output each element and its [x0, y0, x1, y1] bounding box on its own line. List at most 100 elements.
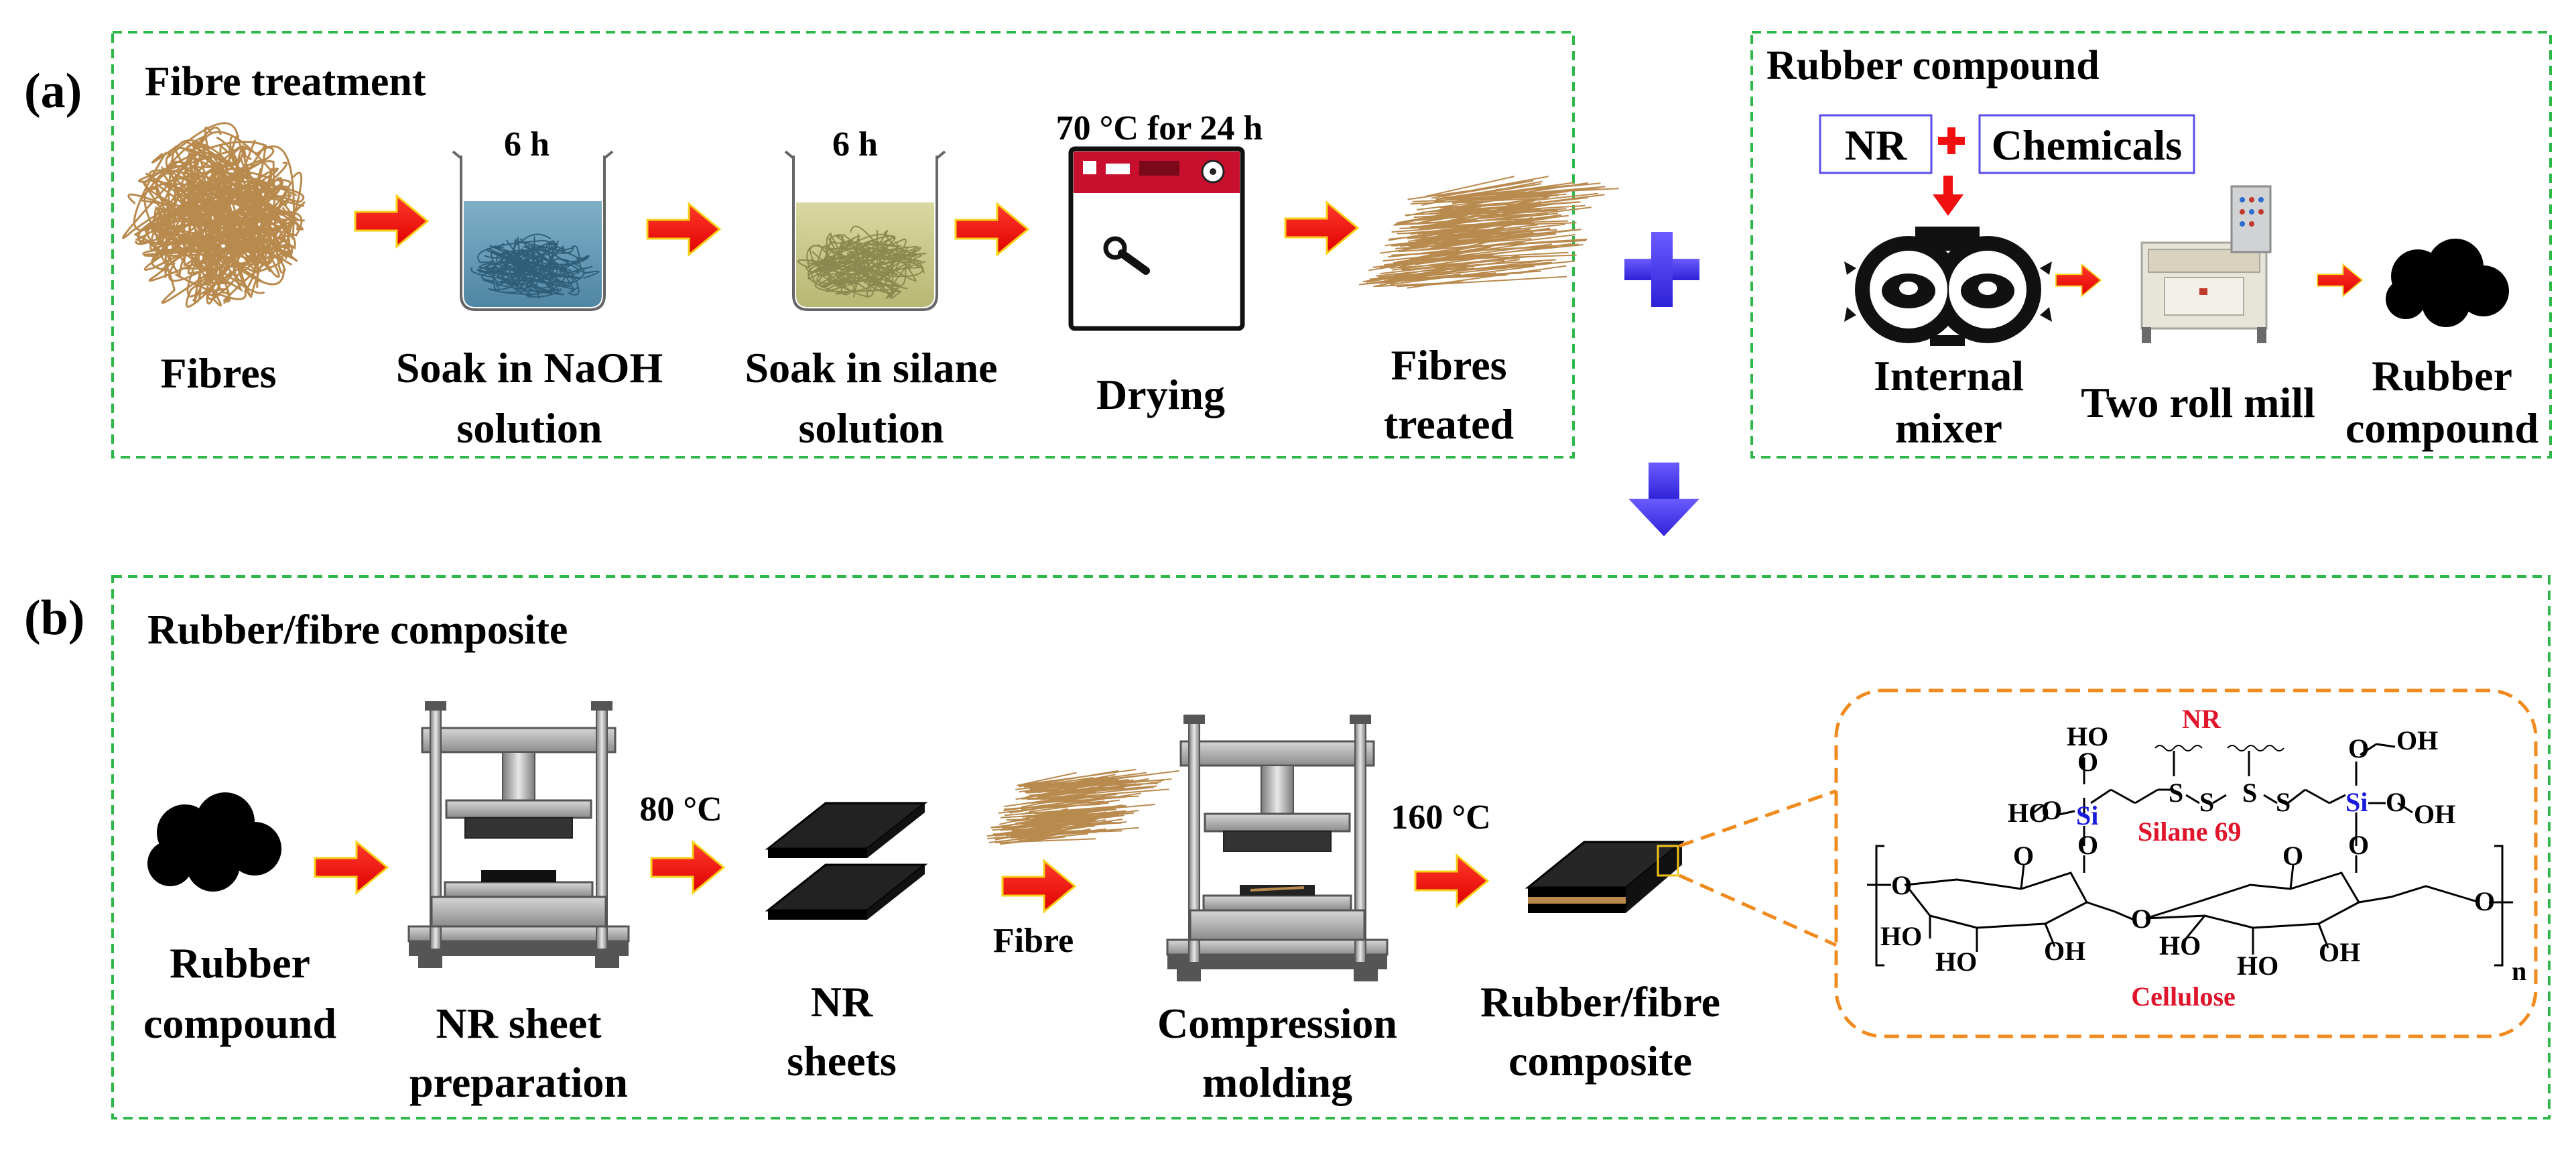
chem-si-left: Si	[2076, 800, 2098, 831]
raw-fibres-icon	[122, 122, 306, 308]
chem-o-7: O	[1891, 870, 1912, 900]
beaker-silane-icon	[784, 150, 946, 311]
chemicals-box	[1978, 114, 2195, 174]
rubber-compound-icon	[2386, 239, 2509, 327]
beaker2-time: 6 h	[832, 125, 878, 164]
arrow-4	[1284, 201, 1359, 255]
chem-ho-6: HO	[2237, 951, 2278, 981]
chem-si-right: Si	[2345, 787, 2368, 817]
chem-s-1: S	[2169, 778, 2183, 808]
chem-ho-5: HO	[2159, 930, 2201, 961]
chem-o-9: O	[2131, 904, 2152, 934]
label-fibres: Fibres	[160, 349, 276, 397]
compression-press-icon	[1166, 715, 1389, 981]
red-plus-icon	[1938, 127, 1965, 154]
arrow-9	[1001, 859, 1076, 913]
arrow-10	[1414, 854, 1489, 908]
label-mixer-2: mixer	[1895, 404, 2002, 452]
label-mixer-1: Internal	[1874, 352, 2024, 400]
rubber-compound-box	[1750, 31, 2552, 459]
drying-oven-icon	[1068, 146, 1245, 331]
label-b-compound-2: compound	[143, 999, 336, 1047]
chem-o-3: O	[2077, 830, 2098, 860]
label-mill: Two roll mill	[2081, 379, 2315, 426]
label-sheets-1: NR	[811, 978, 873, 1026]
oven-condition: 70 °C for 24 h	[1056, 109, 1263, 147]
label-silane-2: solution	[799, 404, 944, 452]
temp-160: 160 °C	[1391, 798, 1490, 837]
beaker-naoh-icon	[452, 150, 614, 311]
arrow-1	[354, 194, 429, 248]
nr-sheets-icon	[765, 802, 928, 920]
arrow-down-blue	[1628, 463, 1699, 536]
arrow-3	[954, 202, 1029, 256]
arrow-5	[2055, 263, 2102, 297]
chem-ho-2: HO	[2008, 798, 2049, 828]
label-silane-1: Soak in silane	[745, 344, 997, 391]
arrow-8	[650, 841, 725, 894]
label-compound-1: Rubber	[2372, 352, 2512, 400]
zoom-line-bottom	[1678, 873, 1838, 947]
chem-o-4: O	[2348, 733, 2369, 764]
fibre-treatment-title: Fibre treatment	[145, 59, 426, 105]
treated-fibres-icon	[1358, 176, 1619, 289]
label-treated-1: Fibres	[1391, 341, 1506, 389]
chem-ho-3: HO	[1880, 921, 1922, 951]
chem-s-2: S	[2199, 787, 2214, 817]
chem-ho-1: HO	[2067, 721, 2108, 751]
chemical-labels: HO O HO O Si O S S S S O OH Si O OH O NR…	[1880, 704, 2526, 1012]
chem-o-6: O	[2348, 830, 2369, 860]
label-b-compound-1: Rubber	[170, 939, 310, 987]
arrow-7	[314, 841, 389, 894]
nr-sheet-press-icon	[407, 701, 630, 968]
label-drying: Drying	[1096, 371, 1225, 418]
label-compound-2: compound	[2345, 404, 2538, 452]
label-naoh-1: Soak in NaOH	[396, 344, 663, 391]
label-nr: NR	[1845, 121, 1907, 169]
beaker1-time: 6 h	[504, 125, 550, 164]
temp-80: 80 °C	[639, 790, 722, 829]
rubber-compound-b-icon	[147, 792, 281, 892]
chem-o-5: O	[2386, 787, 2406, 817]
chemical-structure	[1867, 743, 2513, 967]
label-mold-2: molding	[1202, 1058, 1352, 1106]
chemistry-box	[1834, 688, 2538, 1038]
chem-oh-2: OH	[2414, 799, 2455, 829]
panel-a-letter: (a)	[24, 64, 82, 119]
chem-s-4: S	[2276, 787, 2291, 817]
chem-oh-3: OH	[2044, 936, 2085, 966]
rubber-compound-title: Rubber compound	[1766, 43, 2100, 88]
label-treated-2: treated	[1384, 400, 1514, 448]
label-fibre: Fibre	[993, 922, 1074, 960]
chem-silane-label: Silane 69	[2138, 816, 2241, 847]
chem-cellulose-label: Cellulose	[2131, 981, 2236, 1012]
composite-box	[111, 575, 2551, 1119]
panel-b-letter: (b)	[24, 591, 84, 646]
fibre-mat-icon	[986, 768, 1179, 845]
chem-o-10: O	[2282, 841, 2303, 871]
chem-oh-4: OH	[2319, 937, 2360, 967]
arrow-2	[646, 202, 721, 256]
composite-title: Rubber/fibre composite	[147, 607, 568, 653]
internal-mixer-icon	[1844, 227, 2052, 346]
chem-ho-4: HO	[1935, 947, 1977, 977]
arrow-6	[2317, 263, 2363, 297]
label-sheets-2: sheets	[787, 1037, 897, 1085]
plus-sign-icon	[1624, 232, 1699, 307]
composite-icon	[1525, 841, 1685, 913]
chem-o-11: O	[2474, 886, 2495, 916]
chem-o-1: O	[2077, 747, 2098, 777]
chem-o-2: O	[2041, 795, 2062, 825]
chem-nr-label: NR	[2182, 704, 2221, 734]
chem-o-8: O	[2013, 841, 2034, 871]
label-composite-1: Rubber/fibre	[1480, 978, 1720, 1026]
chem-n: n	[2512, 956, 2526, 986]
nr-box	[1819, 114, 1933, 174]
label-composite-2: composite	[1508, 1037, 1692, 1085]
label-sheet-1: NR sheet	[436, 999, 602, 1047]
arrow-down-small	[1933, 176, 1963, 216]
zoom-line-top	[1679, 789, 1837, 848]
label-naoh-2: solution	[457, 404, 602, 452]
label-sheet-2: preparation	[409, 1058, 628, 1106]
